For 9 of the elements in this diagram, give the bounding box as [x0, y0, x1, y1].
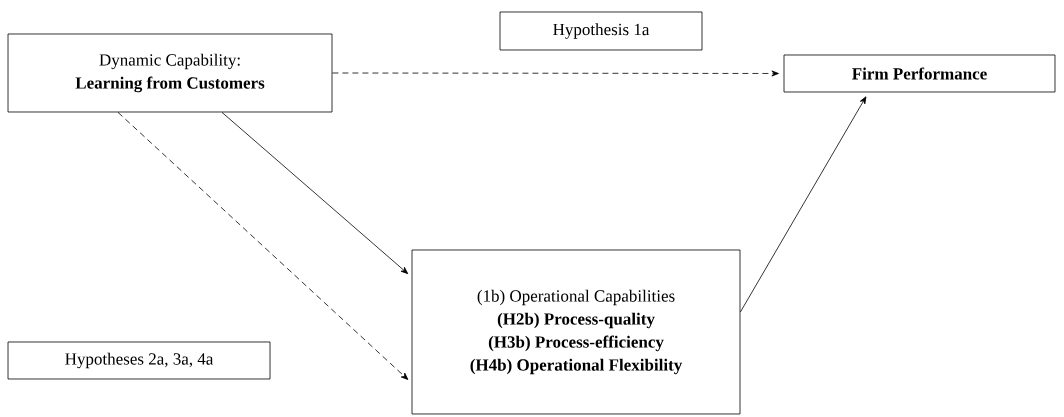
arrow [221, 112, 409, 275]
construct-box: (1b) Operational Capabilities (H2b) Process-quality (H3b) Process-efficiency (H4b) Operational Flexibility [411, 249, 741, 415]
hypothesis-box: Hypothesis 1a [499, 11, 703, 51]
arrow [117, 112, 409, 380]
arrow [740, 96, 867, 313]
concept-box: Dynamic Capability: Learning from Customers [7, 33, 333, 113]
hypothesis-box: Hypotheses 2a, 3a, 4a [7, 341, 271, 380]
outcome-box: Firm Performance [783, 54, 1056, 93]
arrow [332, 70, 779, 77]
